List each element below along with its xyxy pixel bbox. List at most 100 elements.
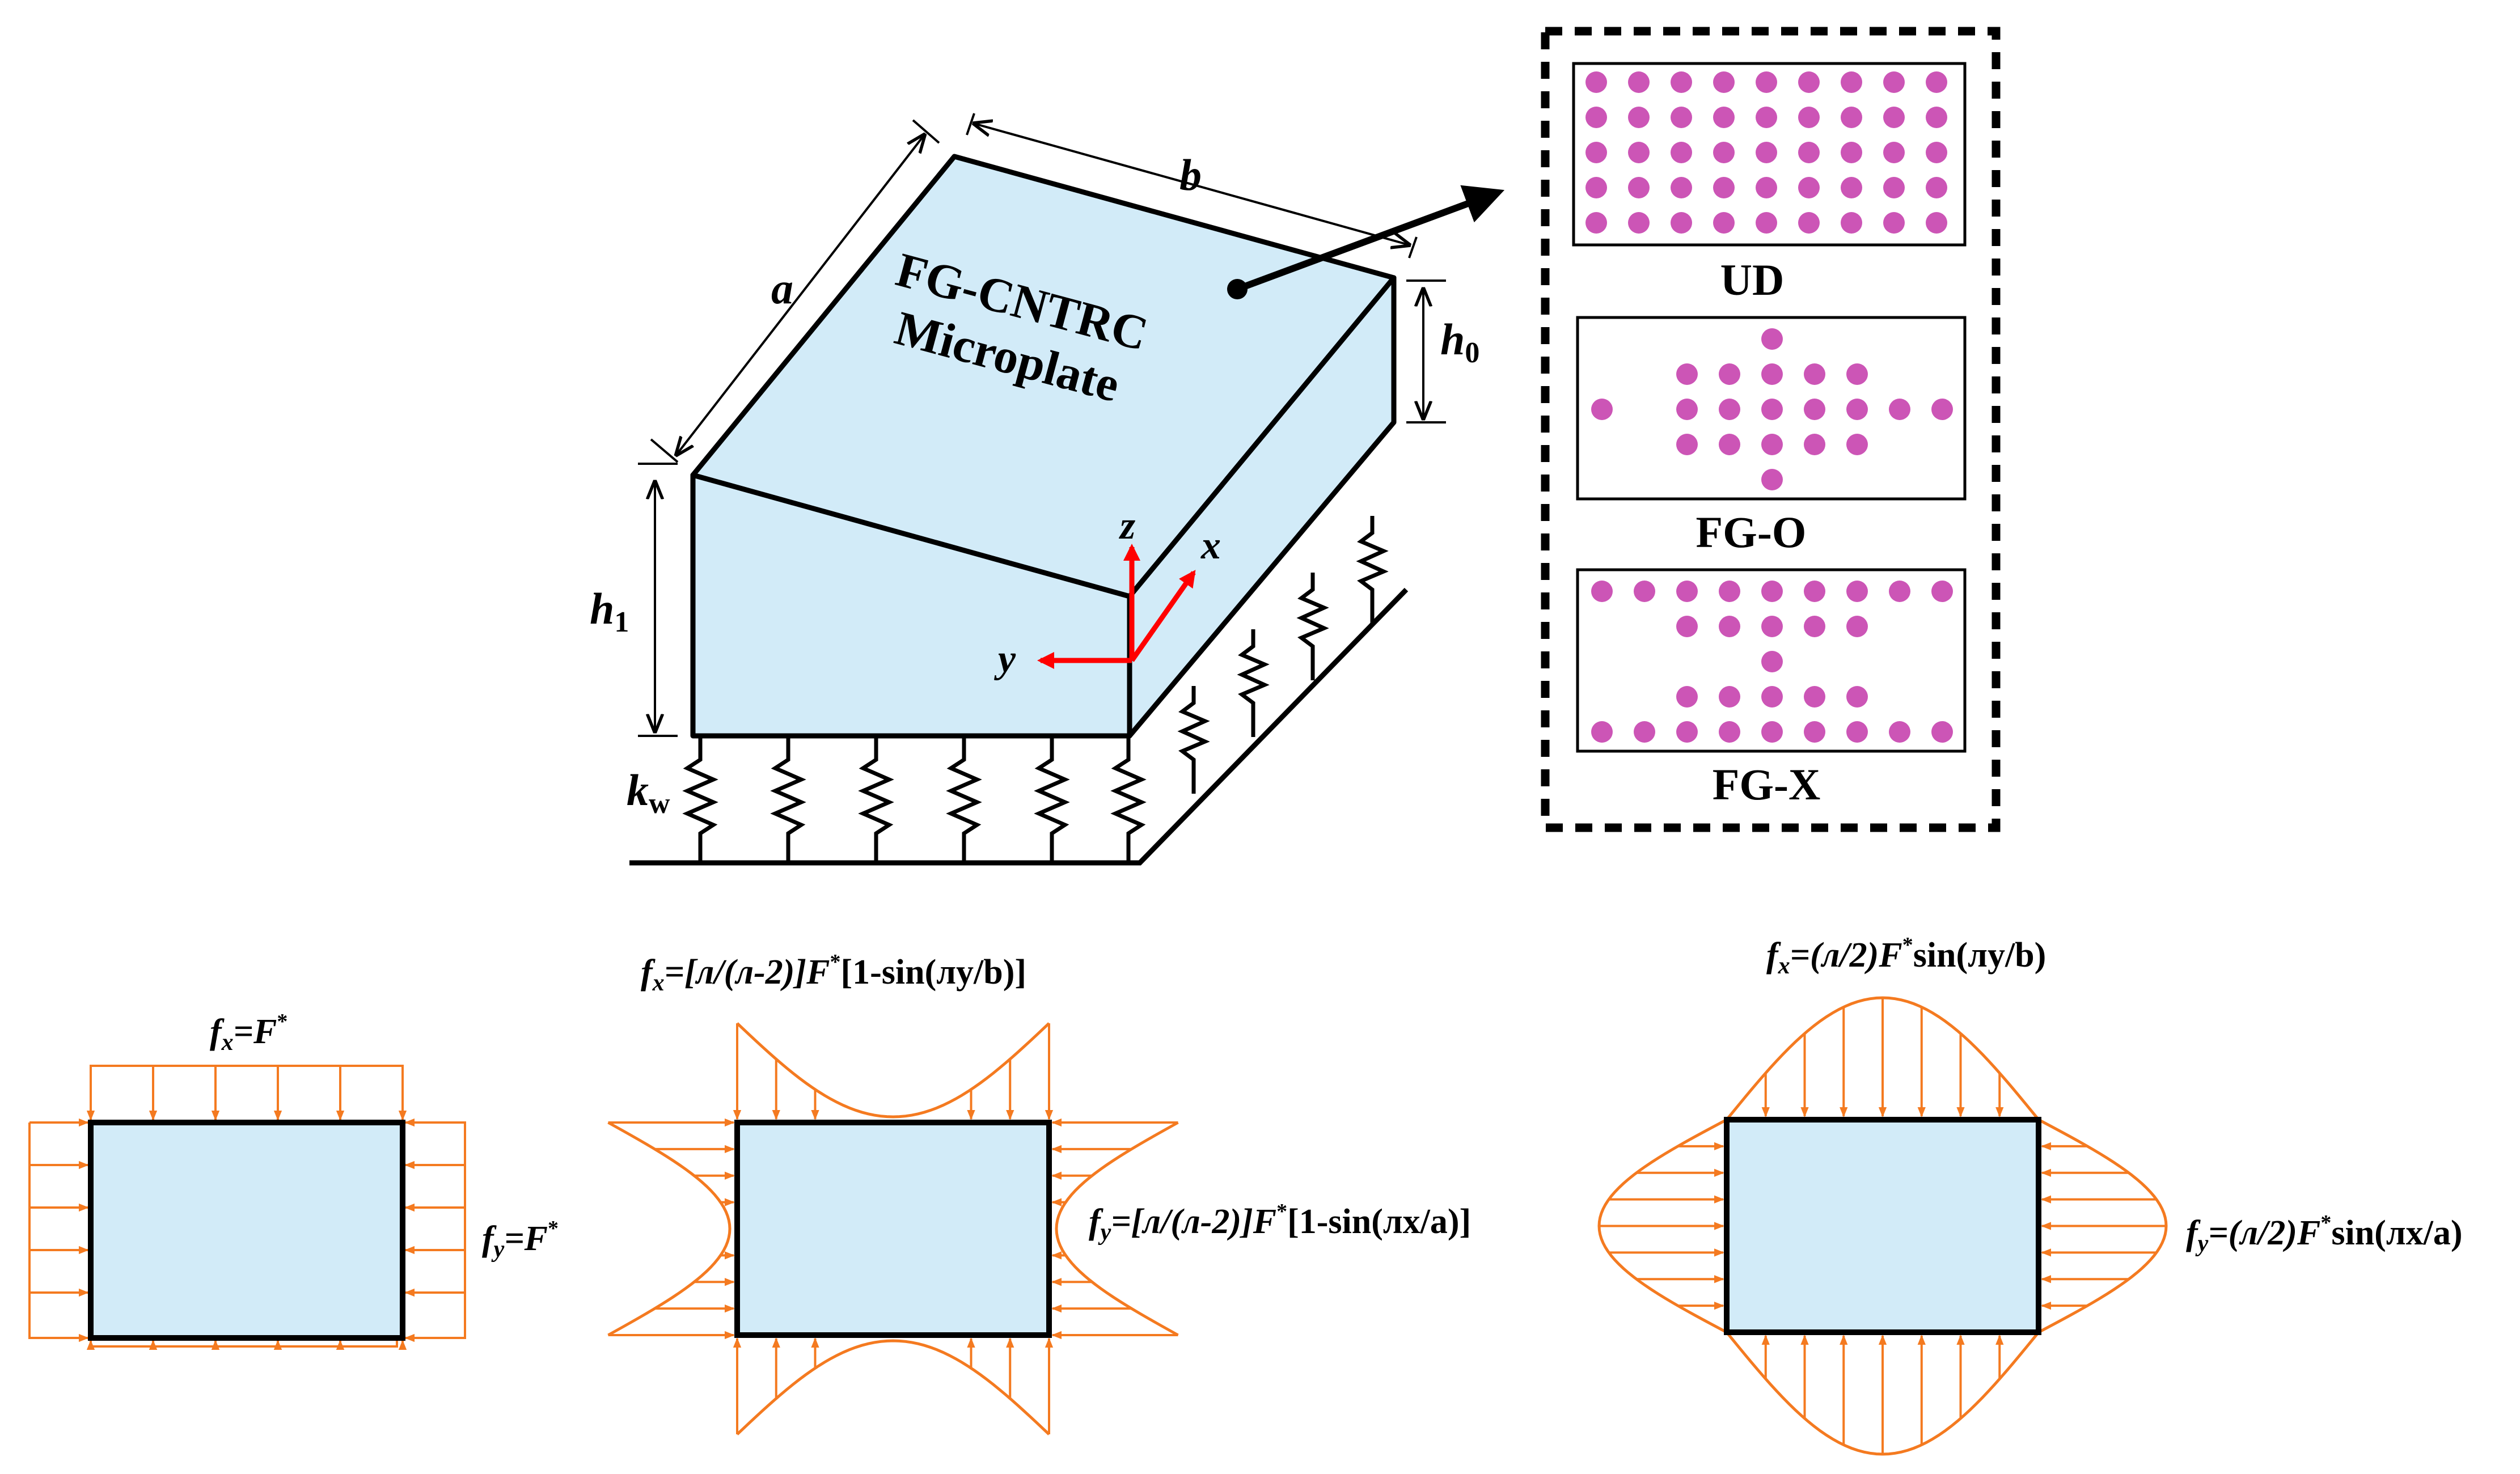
dimension-b-label: b xyxy=(1179,150,1202,200)
ud-dots xyxy=(1585,71,1947,234)
cnt-dot xyxy=(1926,177,1947,198)
cnt-dot xyxy=(1671,71,1692,93)
cnt-dot xyxy=(1676,399,1698,420)
cnt-dot xyxy=(1846,434,1868,455)
cnt-dot xyxy=(1628,212,1650,234)
dimension-h0: h0 xyxy=(1406,279,1479,423)
dimension-b: b xyxy=(966,113,1418,259)
cnt-dot xyxy=(1628,142,1650,163)
cnt-dot xyxy=(1761,581,1783,602)
sinusoidal-load-arrows xyxy=(1599,998,2166,1454)
cnt-dot xyxy=(1846,721,1868,743)
cnt-dot xyxy=(1926,107,1947,128)
cnt-dot xyxy=(1719,399,1740,420)
cnt-dot xyxy=(1883,142,1905,163)
cnt-dot xyxy=(1798,71,1820,93)
cnt-dot xyxy=(1719,363,1740,385)
cnt-dot xyxy=(1756,71,1777,93)
cnt-dot xyxy=(1719,616,1740,637)
cnt-dot xyxy=(1585,107,1607,128)
cnt-dot xyxy=(1761,328,1783,350)
dimension-a-label: a xyxy=(771,264,793,313)
cnt-dot xyxy=(1841,177,1862,198)
dimension-h1: h1 xyxy=(590,463,678,737)
kw-label: kw xyxy=(627,765,670,820)
axis-y-label: y xyxy=(994,637,1016,681)
dimension-a: a xyxy=(650,119,940,463)
cnt-dot xyxy=(1889,399,1910,420)
cnt-dot xyxy=(1676,434,1698,455)
side-springs xyxy=(1177,516,1389,794)
ground-line xyxy=(629,587,1409,866)
axis-x-arrow xyxy=(1130,570,1196,662)
cnt-distribution-panel: UD FG-O FG-X xyxy=(1541,27,2001,832)
cnt-dot xyxy=(1889,721,1910,743)
cnt-dot xyxy=(1713,71,1735,93)
fgx-dots xyxy=(1591,581,1953,743)
cnt-dot xyxy=(1883,71,1905,93)
cnt-dot xyxy=(1676,686,1698,708)
parabolic-plate xyxy=(734,1120,1052,1338)
cnt-dot xyxy=(1841,212,1862,234)
dimension-h0-label: h0 xyxy=(1440,315,1479,369)
cnt-dot xyxy=(1671,107,1692,128)
cnt-dot xyxy=(1756,212,1777,234)
parabolic-envelope xyxy=(607,1022,1179,1435)
cnt-dot xyxy=(1591,721,1613,743)
cnt-dot xyxy=(1761,651,1783,672)
side-face xyxy=(1127,275,1397,739)
cnt-dot xyxy=(1841,142,1862,163)
cnt-dot xyxy=(1585,177,1607,198)
coordinate-axes xyxy=(1037,544,1196,669)
cnt-dot xyxy=(1841,107,1862,128)
cnt-dot xyxy=(1591,399,1613,420)
cnt-dot xyxy=(1761,399,1783,420)
cnt-dot xyxy=(1798,212,1820,234)
cnt-dot xyxy=(1719,686,1740,708)
parabolic-fx-label: fx=[л/(л-2)]F*[1-sin(лy/b)] xyxy=(641,950,1026,996)
cnt-dot xyxy=(1634,721,1655,743)
fgo-dots xyxy=(1591,328,1953,490)
microplate-3d: FG-CNTRC Microplate a b h1 xyxy=(590,113,1505,866)
cnt-dot xyxy=(1761,363,1783,385)
uniform-fy-label: fy=F* xyxy=(482,1217,559,1263)
cnt-dot xyxy=(1585,71,1607,93)
cnt-dot xyxy=(1761,434,1783,455)
cnt-dot xyxy=(1761,686,1783,708)
parabolic-fy-label: fy=[л/(л-2)]F*[1-sin(лx/a)] xyxy=(1089,1200,1471,1246)
cnt-dot xyxy=(1804,721,1825,743)
cnt-dot xyxy=(1761,721,1783,743)
cnt-dot xyxy=(1585,212,1607,234)
cnt-dot xyxy=(1628,107,1650,128)
cnt-dot xyxy=(1841,71,1862,93)
cnt-dot xyxy=(1846,686,1868,708)
cnt-dot xyxy=(1883,107,1905,128)
cnt-dot xyxy=(1761,616,1783,637)
dashed-border xyxy=(1541,27,2001,832)
cnt-dot xyxy=(1676,581,1698,602)
cnt-dot xyxy=(1756,177,1777,198)
cnt-dot xyxy=(1713,107,1735,128)
cnt-dot xyxy=(1798,107,1820,128)
cnt-dot xyxy=(1719,581,1740,602)
cnt-dot xyxy=(1846,363,1868,385)
load-case-sinusoidal: fx=(л/2)F*sin(лy/b) fy=(л/2)F*sin(лx/a) xyxy=(1597,933,2462,1456)
cnt-dot xyxy=(1671,177,1692,198)
cnt-dot xyxy=(1676,363,1698,385)
load-case-uniform: fx=F* fy=F* xyxy=(28,1010,559,1350)
cnt-dot xyxy=(1756,142,1777,163)
cnt-dot xyxy=(1883,177,1905,198)
cnt-dot xyxy=(1671,142,1692,163)
sinusoidal-envelope xyxy=(1597,996,2168,1456)
cnt-dot xyxy=(1585,142,1607,163)
cnt-dot xyxy=(1883,212,1905,234)
fgx-label: FG-X xyxy=(1713,760,1821,809)
cnt-dot xyxy=(1591,581,1613,602)
fgo-label: FG-O xyxy=(1696,507,1807,557)
sinusoidal-fx-label: fx=(л/2)F*sin(лy/b) xyxy=(1766,933,2046,979)
cnt-dot xyxy=(1713,177,1735,198)
cnt-dot xyxy=(1671,212,1692,234)
front-springs xyxy=(682,736,1147,862)
cnt-dot xyxy=(1846,581,1868,602)
